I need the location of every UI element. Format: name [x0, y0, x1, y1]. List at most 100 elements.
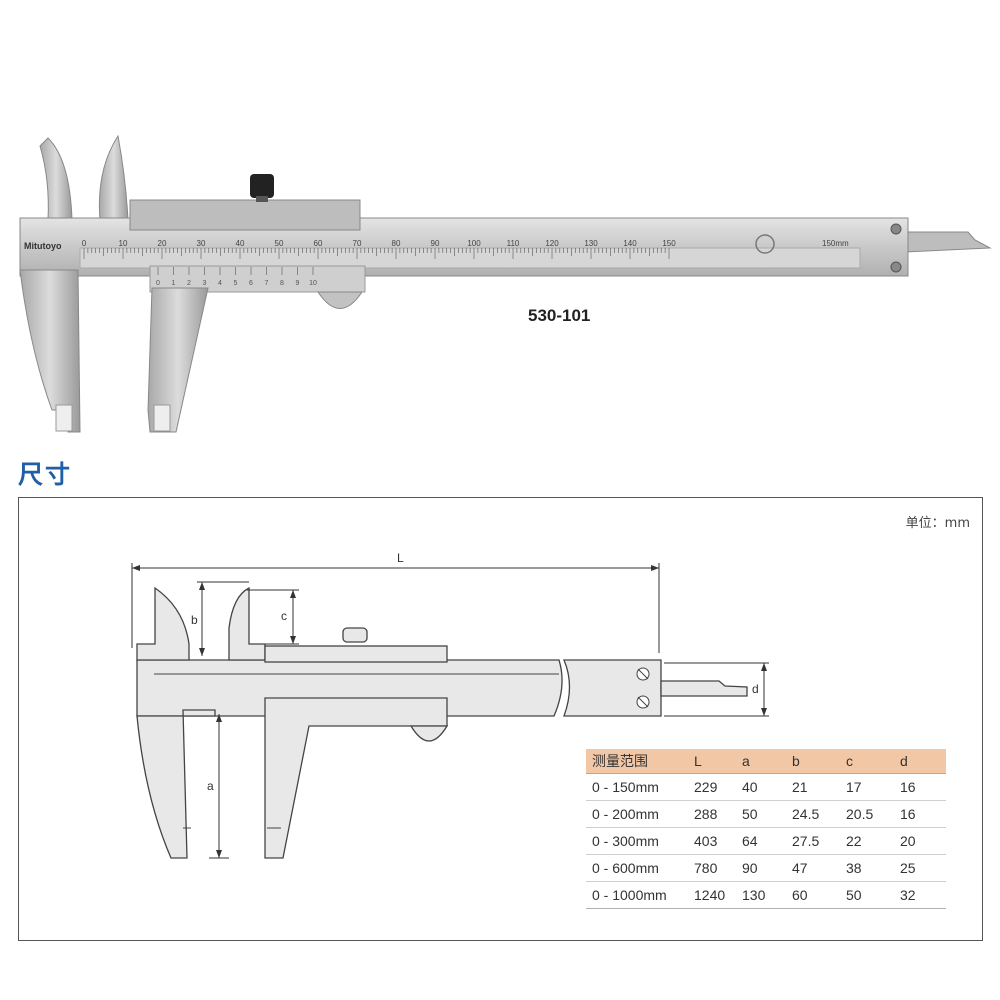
vernier-number: 10: [309, 280, 317, 287]
table-row: 0 - 200mm 288 50 24.5 20.5 16: [586, 800, 946, 828]
table-cell: 60: [786, 881, 840, 909]
table-cell: 16: [894, 773, 946, 801]
table-cell: 20: [894, 827, 946, 855]
main-scale-number: 80: [392, 239, 401, 248]
dim-label-L: L: [397, 551, 404, 565]
table-row: 0 - 150mm 229 40 21 17 16: [586, 773, 946, 801]
drawing-fixed-upper-jaw: [136, 586, 190, 661]
table-cell: 22: [840, 827, 894, 855]
table-cell: 17: [840, 773, 894, 801]
vernier-number: 8: [280, 280, 284, 287]
spec-header-L: L: [688, 749, 736, 774]
table-cell: 64: [736, 827, 786, 855]
vernier-number: 4: [218, 280, 222, 287]
table-cell: 25: [894, 854, 946, 882]
drawing-slider-top: [264, 645, 448, 663]
vernier-number: 7: [265, 280, 269, 287]
main-scale-number: 0: [82, 239, 87, 248]
fixed-upper-jaw: [39, 137, 73, 221]
table-cell: 32: [894, 881, 946, 909]
slider-lower-jaw: [147, 287, 209, 433]
table-cell: 90: [736, 854, 786, 882]
main-scale-number: 70: [353, 239, 362, 248]
table-cell: 16: [894, 800, 946, 828]
spec-header-c: c: [840, 749, 894, 774]
drawing-fixed-lower-jaw: [136, 709, 216, 859]
main-scale-number: 140: [623, 239, 637, 248]
hologram-icon: [755, 234, 775, 254]
drawing-slider-upper-jaw: [228, 586, 266, 661]
vernier-number: 6: [249, 280, 253, 287]
vernier-number: 5: [234, 280, 238, 287]
table-cell: 40: [736, 773, 786, 801]
thumb-roller: [317, 291, 363, 309]
dim-label-c: c: [281, 609, 287, 623]
table-cell: 50: [840, 881, 894, 909]
unit-note: 单位：mm: [905, 516, 970, 531]
main-scale-number: 50: [275, 239, 284, 248]
dimension-drawing: L b c a d: [131, 551, 769, 859]
spec-header-range: 测量范围: [586, 749, 688, 774]
main-scale-number: 110: [507, 239, 520, 248]
drawing-slider-lower-jaw: [264, 697, 448, 859]
table-cell: 780: [688, 854, 736, 882]
table-cell: 288: [688, 800, 736, 828]
model-number: 530-101: [528, 306, 591, 325]
main-scale-number: 150: [662, 239, 676, 248]
main-scale-number: 60: [314, 239, 323, 248]
table-cell: 0 - 200mm: [586, 800, 688, 828]
drawing-thumb-roller: [409, 725, 449, 742]
table-cell: 47: [786, 854, 840, 882]
table-row: 0 - 300mm 403 64 27.5 22 20: [586, 827, 946, 855]
spec-table-header-row: 测量范围 L a b c d: [586, 749, 946, 774]
drawing-beam-right: [563, 659, 662, 717]
vernier-number: 3: [203, 280, 207, 287]
dimensions-panel: 单位：mm: [18, 497, 983, 941]
table-cell: 229: [688, 773, 736, 801]
table-cell: 0 - 150mm: [586, 773, 688, 801]
main-scale-number: 100: [467, 239, 481, 248]
table-cell: 0 - 300mm: [586, 827, 688, 855]
spec-table: 测量范围 L a b c d 0 - 150mm 229 40 21 17 16…: [586, 749, 946, 909]
depth-bar: [904, 231, 992, 253]
main-scale-number: 30: [197, 239, 206, 248]
main-scale-number: 130: [584, 239, 598, 248]
table-cell: 20.5: [840, 800, 894, 828]
table-cell: 130: [736, 881, 786, 909]
main-scale-number: 10: [119, 239, 128, 248]
drawing-clamp-screw: [342, 627, 368, 643]
vernier-number: 9: [296, 280, 300, 287]
scale-end-text: 150mm: [822, 239, 849, 248]
vernier-number: 1: [172, 280, 176, 287]
table-row: 0 - 1000mm 1240 130 60 50 32: [586, 881, 946, 909]
vernier-number: 2: [187, 280, 191, 287]
table-cell: 50: [736, 800, 786, 828]
brand-logo: Mitutoyo: [24, 241, 62, 251]
spec-header-d: d: [894, 749, 946, 774]
spec-header-b: b: [786, 749, 840, 774]
main-scale-number: 90: [431, 239, 440, 248]
drawing-depth-rod: [660, 680, 748, 697]
table-cell: 27.5: [786, 827, 840, 855]
table-cell: 403: [688, 827, 736, 855]
vernier-number: 0: [156, 280, 160, 287]
main-scale-number: 120: [545, 239, 559, 248]
main-scale-number: 40: [236, 239, 245, 248]
table-row: 0 - 600mm 780 90 47 38 25: [586, 854, 946, 882]
clamp-screw: [250, 174, 274, 198]
spec-header-a: a: [736, 749, 786, 774]
table-cell: 21: [786, 773, 840, 801]
slider-body: [129, 199, 361, 231]
table-cell: 1240: [688, 881, 736, 909]
slider-upper-jaw: [98, 134, 129, 221]
table-cell: 0 - 600mm: [586, 854, 688, 882]
table-cell: 0 - 1000mm: [586, 881, 688, 909]
vernier-scale: 0 1 2 3 4 5 6 7 8 9 10: [156, 267, 317, 287]
dim-label-b: b: [191, 613, 198, 627]
dim-label-d: d: [752, 682, 759, 696]
table-cell: 24.5: [786, 800, 840, 828]
table-cell: 38: [840, 854, 894, 882]
dim-label-a: a: [207, 779, 214, 793]
